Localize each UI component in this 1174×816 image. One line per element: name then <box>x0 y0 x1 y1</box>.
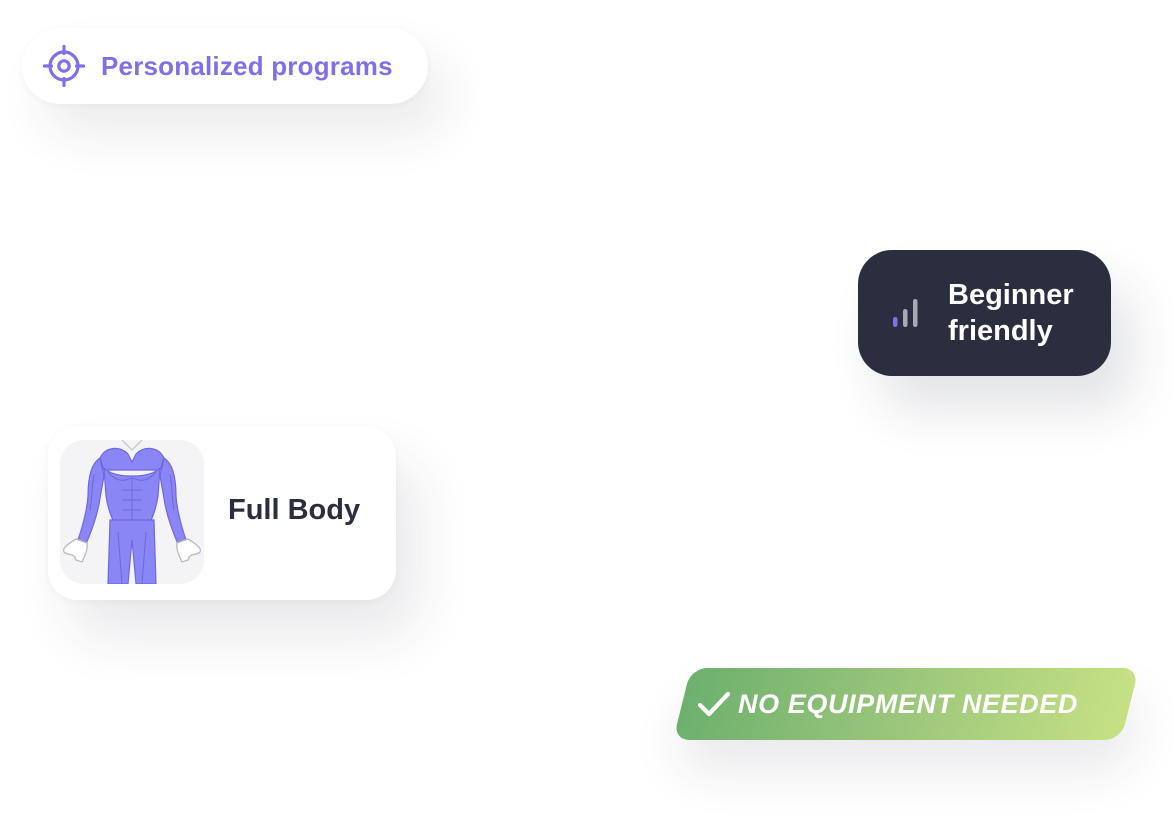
personalized-programs-pill: Personalized programs <box>22 28 428 104</box>
full-body-card: Full Body <box>48 426 396 600</box>
check-icon <box>694 684 734 724</box>
no-equipment-badge: NO EQUIPMENT NEEDED <box>694 668 1124 740</box>
full-body-muscle-image <box>60 440 204 584</box>
target-icon <box>42 44 86 88</box>
beginner-friendly-card: Beginner friendly <box>858 250 1111 376</box>
beginner-friendly-label: Beginner friendly <box>948 279 1074 347</box>
signal-bars-icon <box>890 296 924 330</box>
personalized-programs-label: Personalized programs <box>101 50 393 81</box>
full-body-label: Full Body <box>228 494 361 526</box>
no-equipment-label: NO EQUIPMENT NEEDED <box>738 688 1078 719</box>
